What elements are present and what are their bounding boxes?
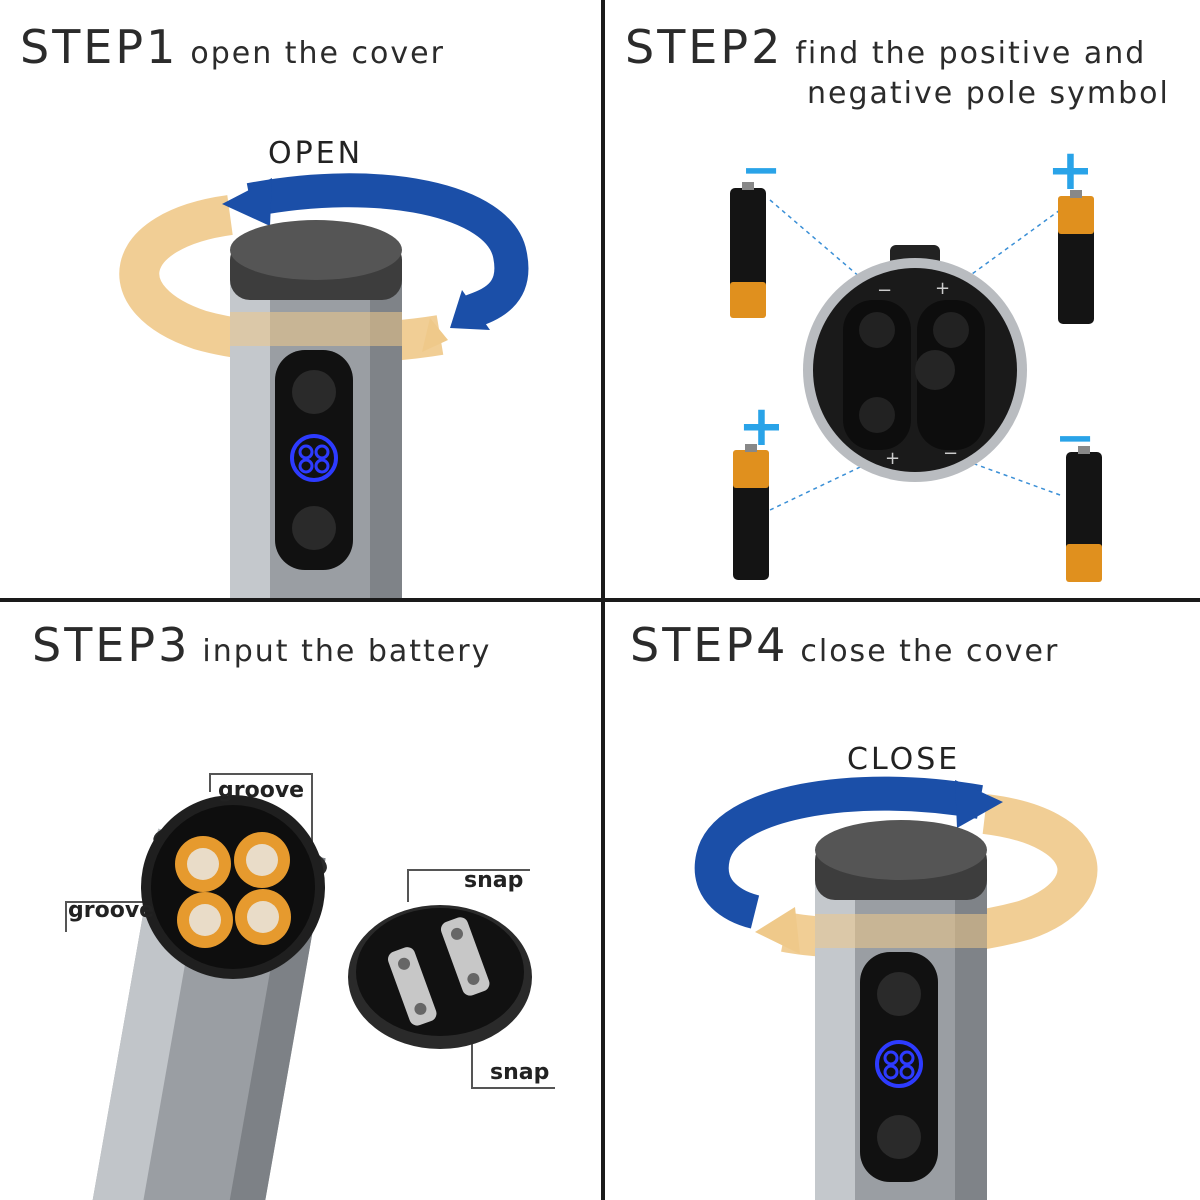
minus-symbol: − (943, 443, 959, 464)
rotate-arrow-icon (694, 776, 1003, 929)
plus-symbol: + (738, 394, 785, 459)
minus-symbol: − (877, 280, 893, 301)
horizontal-divider (0, 598, 1200, 602)
battery-icon (1058, 190, 1094, 324)
power-button-icon (875, 1040, 923, 1088)
step3-panel: STEP3 input the battery (0, 602, 601, 1200)
step3-number: STEP3 (32, 618, 191, 672)
step1-text: open the cover (190, 36, 445, 71)
step4-panel: STEP4 close the cover CLOSE (605, 602, 1200, 1200)
step1-number: STEP1 (20, 20, 179, 74)
step4-text: close the cover (800, 634, 1060, 669)
snap-label-bottom: snap (490, 1060, 550, 1085)
step2-panel: STEP2 find the positive and negative pole… (605, 0, 1200, 598)
snap-label-top: snap (464, 868, 524, 893)
step1-panel: STEP1 open the cover OPEN (0, 0, 601, 598)
step4-illustration (694, 776, 1098, 1200)
step3-title: STEP3 input the battery (32, 618, 491, 672)
step2-text-line2: negative pole symbol (807, 76, 1170, 111)
battery-icon (733, 444, 769, 580)
step2-title: STEP2 find the positive and (625, 20, 1146, 74)
minus-symbol: − (1055, 410, 1096, 466)
step1-title: STEP1 open the cover (20, 20, 445, 74)
step3-text: input the battery (202, 634, 492, 669)
plus-symbol: + (935, 278, 951, 299)
open-label: OPEN (268, 136, 364, 171)
step4-number: STEP4 (630, 618, 789, 672)
groove-label-left: groove (68, 898, 155, 923)
plus-symbol: + (1047, 138, 1094, 203)
step4-title: STEP4 close the cover (630, 618, 1059, 672)
step2-illustration (730, 182, 1102, 582)
step3-illustration (65, 773, 555, 1200)
step2-number: STEP2 (625, 20, 784, 74)
battery-icon (1066, 446, 1102, 582)
battery-icon (730, 182, 766, 318)
groove-label-top: groove (218, 778, 305, 803)
plus-symbol: + (885, 448, 901, 469)
close-label: CLOSE (847, 742, 961, 777)
step2-text-line1: find the positive and (795, 36, 1147, 71)
power-button-icon (290, 434, 338, 482)
minus-symbol: − (741, 142, 782, 198)
step1-illustration (119, 173, 529, 598)
rotate-arrow-icon (222, 173, 529, 330)
